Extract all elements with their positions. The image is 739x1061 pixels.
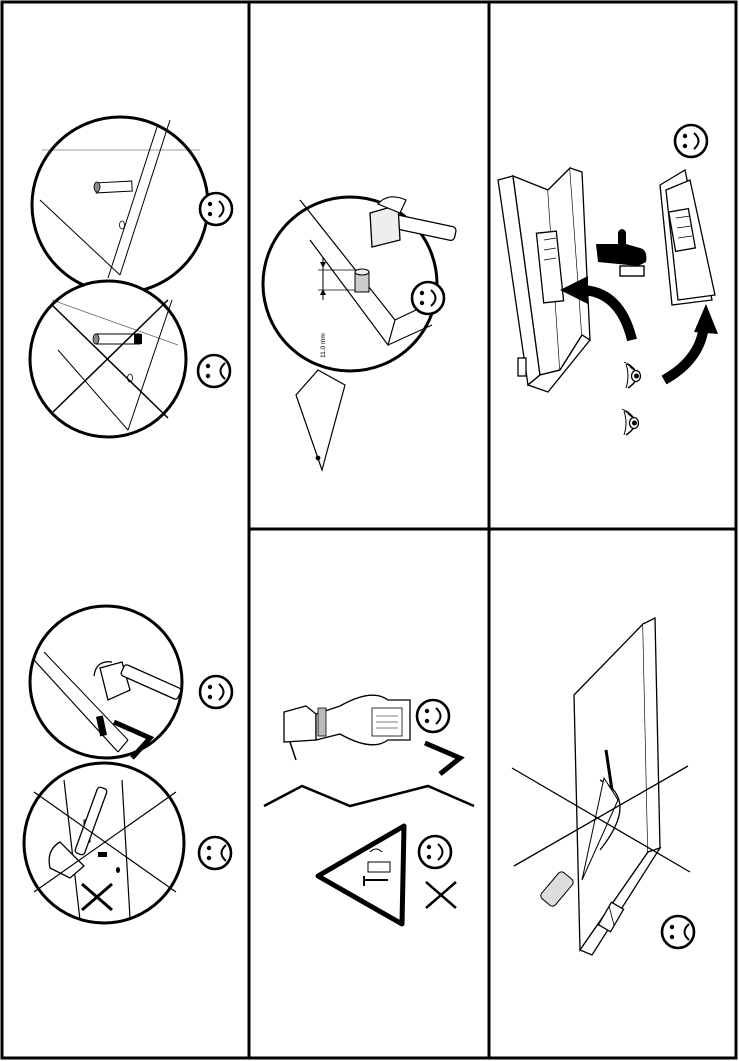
warning-triangle bbox=[318, 826, 404, 924]
divider-line bbox=[264, 786, 474, 806]
instruction-booklet bbox=[660, 170, 715, 305]
happy-face bbox=[200, 193, 232, 225]
crossed-hammer-circle bbox=[24, 763, 184, 923]
tall-panel bbox=[574, 618, 660, 955]
assembly-book-large bbox=[498, 168, 590, 392]
happy-face bbox=[412, 282, 444, 314]
cross-mark bbox=[426, 882, 456, 908]
dowel-depth-label: 11.0 mm bbox=[320, 333, 327, 358]
happy-face bbox=[675, 125, 707, 157]
arrow-to-booklet bbox=[664, 304, 718, 380]
panel-read-instructions bbox=[498, 125, 718, 435]
sad-face bbox=[198, 355, 230, 387]
eye-icon bbox=[622, 409, 639, 435]
happy-face bbox=[200, 676, 232, 708]
happy-face bbox=[417, 700, 449, 732]
sad-face bbox=[662, 916, 694, 948]
panel-no-screwdriver-prying bbox=[512, 618, 694, 955]
eye-icon bbox=[624, 362, 641, 388]
spray-bottle-icon bbox=[284, 695, 410, 760]
panel-dowel-insertion bbox=[30, 117, 232, 437]
panel-cleaning bbox=[264, 695, 474, 924]
hammer-circle bbox=[30, 606, 182, 758]
thumb-icon bbox=[596, 229, 646, 276]
board-panel bbox=[296, 370, 345, 470]
panel-hammer-vs-block bbox=[24, 606, 232, 923]
wrong-dowel-circle bbox=[30, 281, 186, 437]
happy-face bbox=[419, 836, 451, 868]
correct-dowel-circle bbox=[32, 117, 208, 293]
check-mark bbox=[425, 743, 460, 774]
panel-hammer-dowel-depth: 11.0 mm bbox=[263, 197, 457, 470]
sad-face bbox=[199, 837, 231, 869]
